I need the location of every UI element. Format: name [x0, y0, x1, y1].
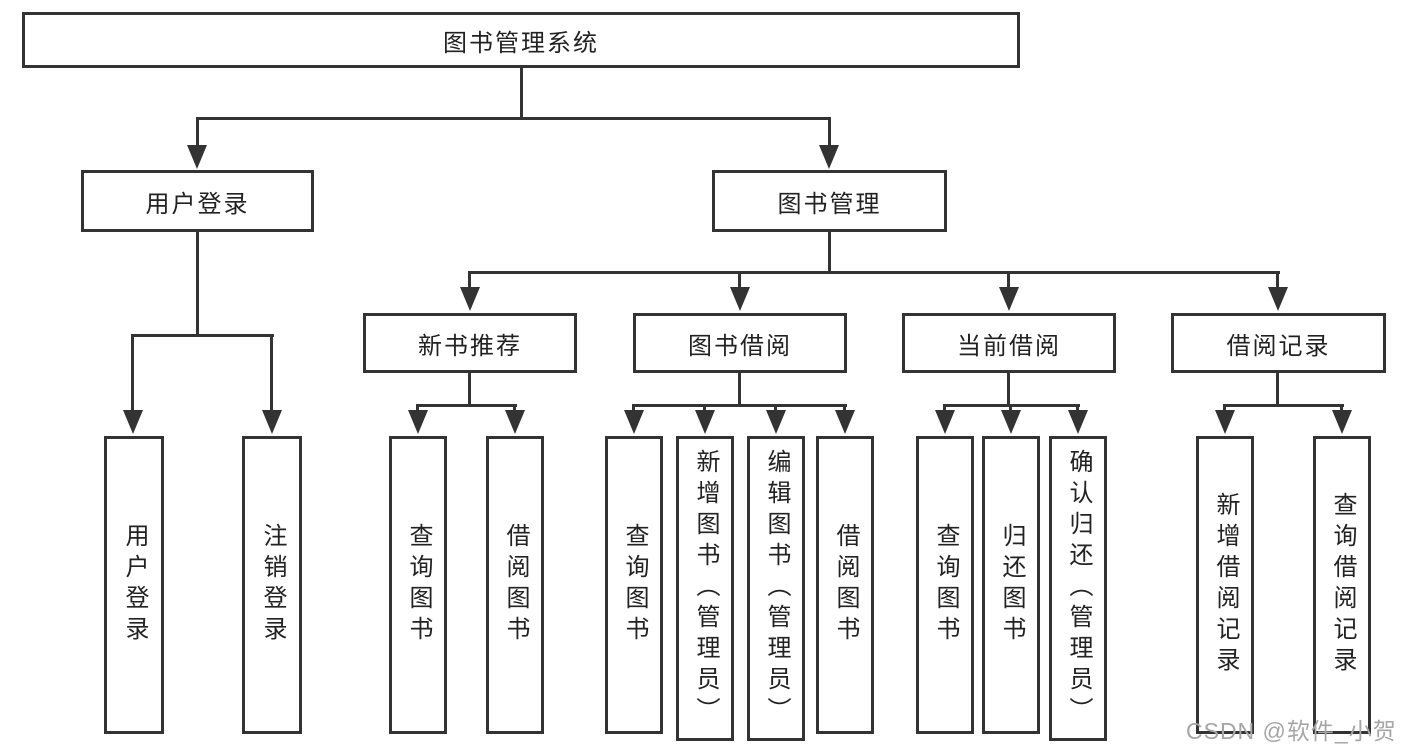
- node-label: 新书推荐: [418, 332, 522, 360]
- connector-line: [468, 271, 1280, 274]
- connector-line: [1276, 271, 1279, 289]
- connector-line: [1276, 371, 1279, 407]
- arrow-head: [999, 287, 1019, 311]
- arrow-head: [408, 410, 428, 434]
- node-label: 用户登录: [145, 190, 250, 218]
- arrow-head: [935, 410, 955, 434]
- leaf-borrow-books: 借阅图书: [816, 436, 874, 734]
- connector-line: [1007, 371, 1010, 407]
- connector-line: [738, 371, 741, 407]
- leaf-label: 注销登录: [259, 523, 286, 647]
- leaf-label: 用户登录: [121, 523, 148, 647]
- arrow-head: [1001, 410, 1021, 434]
- arrow-head: [695, 410, 715, 434]
- connector-line: [738, 271, 741, 289]
- leaf-add-books-admin: 新增图书（管理员）: [676, 436, 734, 741]
- node-root: 图书管理系统: [22, 12, 1020, 68]
- connector-line: [468, 271, 471, 289]
- node-new-book-recommend: 新书推荐: [363, 313, 577, 373]
- leaf-label: 归还图书: [998, 523, 1025, 647]
- connector-line: [828, 230, 831, 274]
- leaf-label: 编辑图书（管理员）: [763, 449, 790, 728]
- leaf-logout: 注销登录: [242, 436, 302, 734]
- arrow-head: [262, 410, 282, 434]
- arrow-head: [505, 410, 525, 434]
- leaf-edit-books-admin: 编辑图书（管理员）: [747, 436, 805, 741]
- leaf-user-login: 用户登录: [104, 436, 164, 734]
- node-borrowing-records: 借阅记录: [1171, 313, 1386, 373]
- arrow-head: [624, 410, 644, 434]
- connector-line: [416, 404, 517, 407]
- leaf-confirm-return-admin: 确认归还（管理员）: [1049, 436, 1107, 741]
- csdn-watermark: CSDN @软件_小贺同学: [1186, 718, 1397, 744]
- node-label: 图书借阅: [688, 332, 792, 360]
- connector-line: [197, 117, 831, 120]
- node-label: 借阅记录: [1226, 332, 1331, 360]
- leaf-label: 确认归还（管理员）: [1065, 449, 1092, 728]
- connector-line: [468, 371, 471, 407]
- node-root-label: 图书管理系统: [443, 29, 599, 57]
- connector-line: [1223, 404, 1344, 407]
- leaf-label: 借阅图书: [832, 523, 859, 647]
- connector-line: [1007, 271, 1010, 289]
- leaf-query-books-borrowing: 查询图书: [605, 436, 663, 734]
- connector-line: [132, 334, 274, 337]
- arrow-head: [835, 410, 855, 434]
- arrow-head: [819, 145, 839, 169]
- leaf-query-books-recommend: 查询图书: [389, 436, 447, 734]
- leaf-label: 新增借阅记录: [1212, 492, 1239, 678]
- connector-line: [632, 404, 847, 407]
- leaf-label: 查询图书: [621, 523, 648, 647]
- leaf-label: 新增图书（管理员）: [692, 449, 719, 728]
- connector-line: [196, 230, 199, 336]
- arrow-head: [730, 287, 750, 311]
- arrow-head: [1215, 410, 1235, 434]
- arrow-head: [1332, 410, 1352, 434]
- arrow-head: [123, 410, 143, 434]
- node-book-borrowing: 图书借阅: [633, 313, 847, 373]
- node-user-login-module: 用户登录: [81, 170, 314, 232]
- node-label: 当前借阅: [957, 332, 1061, 360]
- node-current-borrowing: 当前借阅: [902, 313, 1116, 373]
- leaf-label: 借阅图书: [502, 523, 529, 647]
- leaf-query-borrow-record: 查询借阅记录: [1313, 436, 1371, 734]
- connector-line: [131, 334, 134, 412]
- leaf-label: 查询图书: [932, 523, 959, 647]
- leaf-return-books: 归还图书: [982, 436, 1040, 734]
- leaf-label: 查询借阅记录: [1329, 492, 1356, 678]
- arrow-head: [1268, 287, 1288, 311]
- leaf-add-borrow-record: 新增借阅记录: [1196, 436, 1254, 734]
- connector-line: [270, 334, 273, 412]
- arrow-head: [766, 410, 786, 434]
- arrow-head: [460, 287, 480, 311]
- connector-line: [520, 66, 523, 120]
- node-book-management: 图书管理: [712, 170, 947, 232]
- leaf-query-books-current: 查询图书: [916, 436, 974, 734]
- node-label: 图书管理: [777, 190, 882, 218]
- connector-line: [828, 117, 831, 147]
- leaf-borrow-books-recommend: 借阅图书: [486, 436, 544, 734]
- leaf-label: 查询图书: [405, 523, 432, 647]
- arrow-head: [1068, 410, 1088, 434]
- arrow-head: [187, 145, 207, 169]
- connector-line: [196, 117, 199, 147]
